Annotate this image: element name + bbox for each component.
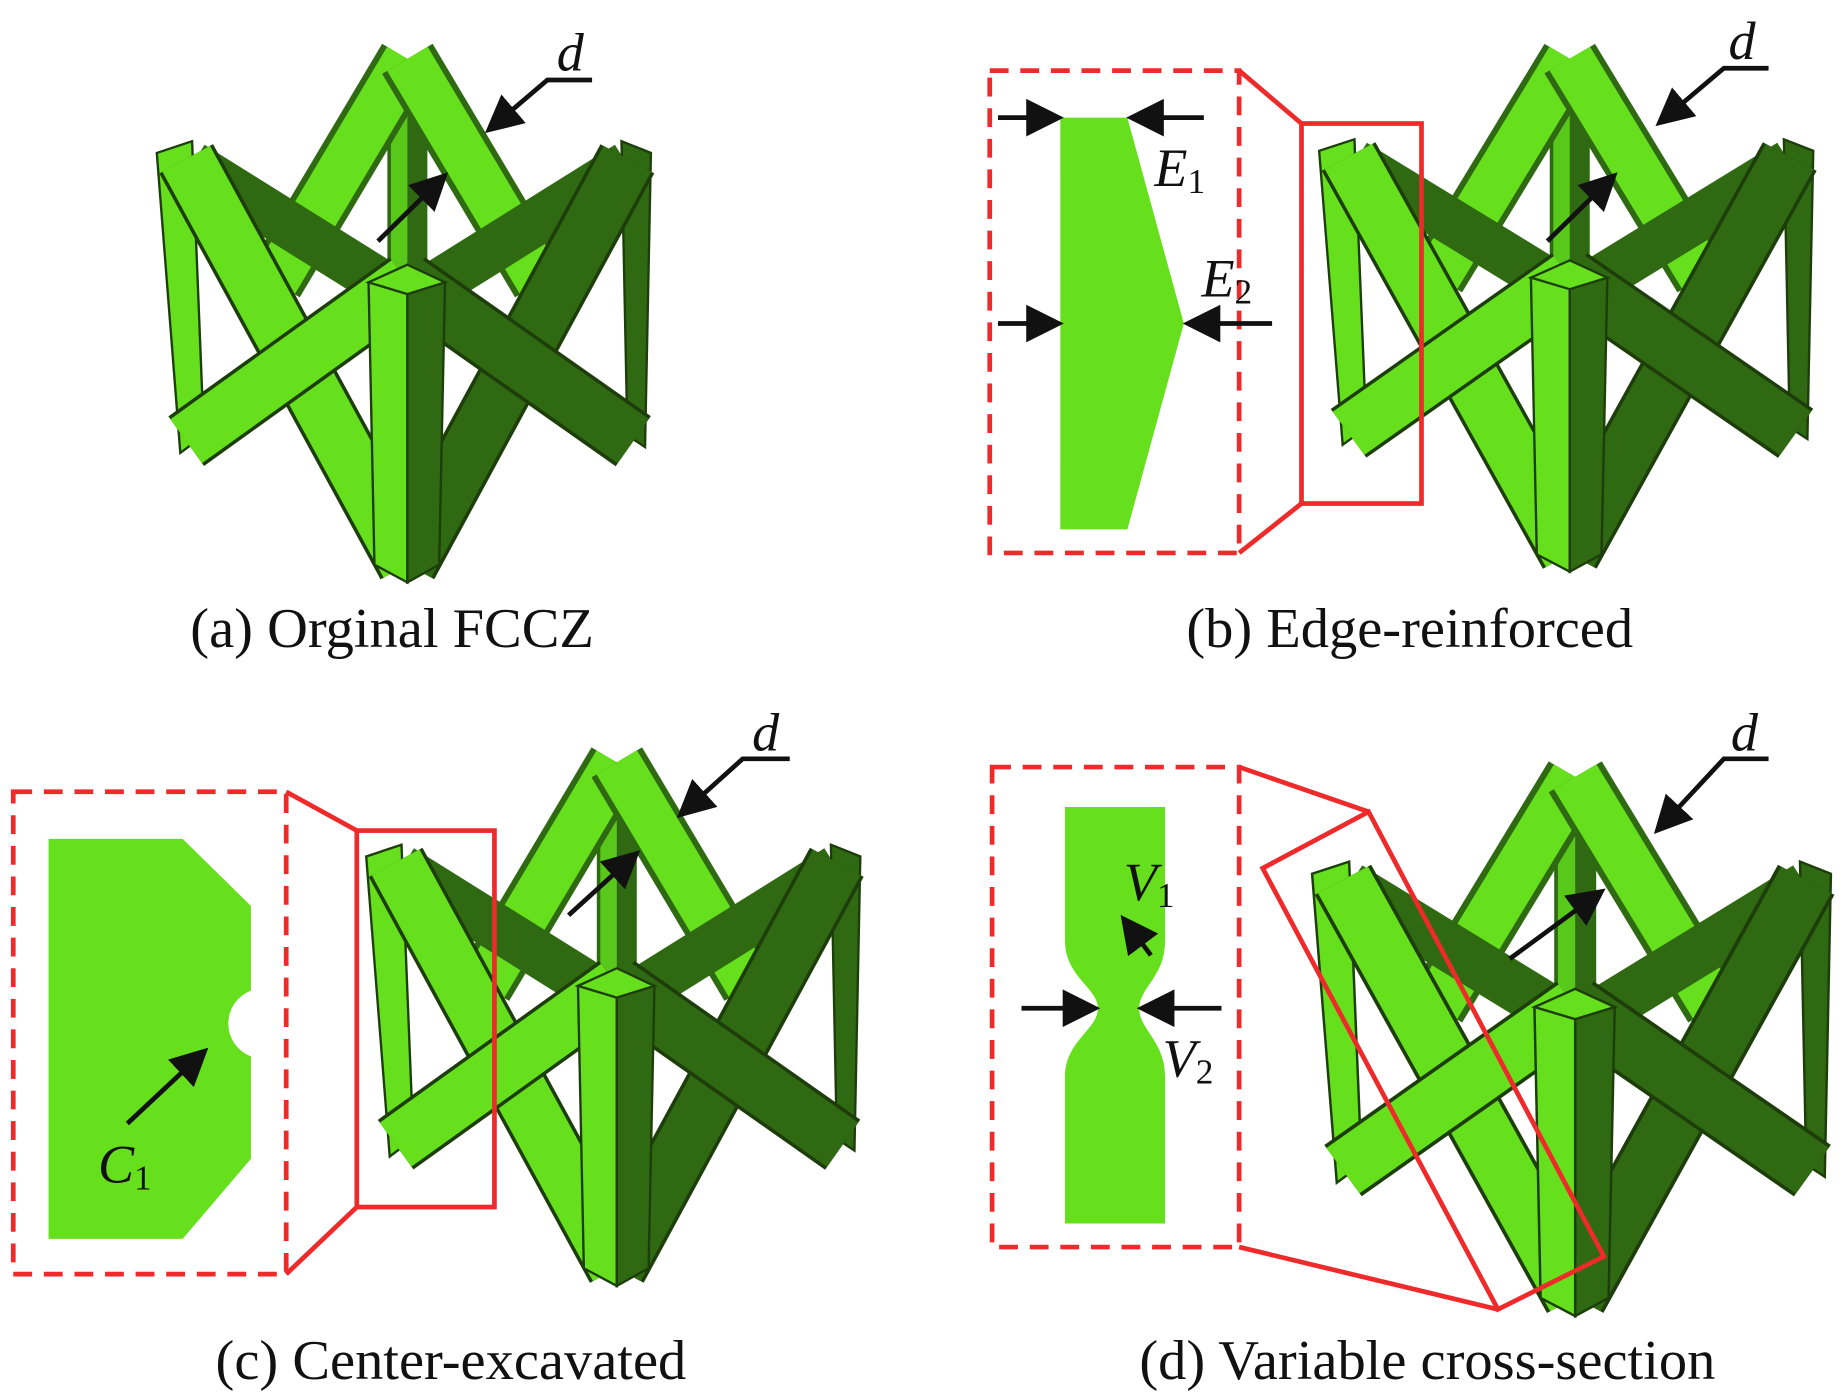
label-v1: V1 xyxy=(1124,852,1175,915)
caption-a: (a) Orginal FCCZ xyxy=(190,598,594,660)
d-leader-line xyxy=(1653,756,1769,834)
diameter-arrow xyxy=(1508,888,1606,961)
d-leader-line xyxy=(484,77,593,134)
highlight-box xyxy=(1299,121,1424,506)
panel-a: d (a) Orginal FCCZ xyxy=(157,23,651,660)
highlight-box xyxy=(1259,808,1608,1313)
connector-line xyxy=(1237,501,1303,555)
d-leader-line xyxy=(676,756,790,819)
fccz-lattice-edge-reinforced xyxy=(1319,59,1813,572)
fccz-lattice-original xyxy=(157,59,651,583)
connector-line xyxy=(1237,68,1304,126)
fccz-lattice-variable-section xyxy=(1312,777,1831,1316)
diameter-arrow xyxy=(376,172,449,243)
inset-box xyxy=(987,68,1242,556)
connector-line xyxy=(1238,1244,1499,1312)
label-d: d xyxy=(1729,11,1757,71)
connector-line xyxy=(284,1205,359,1276)
label-d: d xyxy=(557,23,585,83)
center-excavated-section xyxy=(48,838,251,1239)
caption-d: (d) Variable cross-section xyxy=(1139,1330,1715,1392)
label-e2: E2 xyxy=(1201,248,1253,311)
panel-c: C1 d (c) Center-excavated xyxy=(10,703,860,1392)
connector-line xyxy=(285,789,358,833)
panel-d: V1 V2 d (d) Variable cross-section xyxy=(989,703,1831,1392)
label-v2: V2 xyxy=(1163,1028,1214,1091)
d-leader-line xyxy=(1655,65,1769,127)
diameter-arrow xyxy=(566,850,641,918)
inset-box xyxy=(989,764,1242,1250)
variable-cross-section xyxy=(1065,807,1166,1224)
edge-reinforced-section xyxy=(1060,117,1184,530)
dimension-arrow xyxy=(125,1047,209,1126)
diameter-arrow xyxy=(1545,172,1618,243)
highlight-box xyxy=(354,828,497,1210)
panel-b: E1 E2 d (b) Edge-reinforced xyxy=(987,11,1814,660)
inset-box xyxy=(10,789,289,1277)
dimension-arrow xyxy=(1120,914,1159,957)
label-e1: E1 xyxy=(1153,138,1205,201)
label-d: d xyxy=(752,703,780,763)
caption-b: (b) Edge-reinforced xyxy=(1186,598,1633,660)
connector-line xyxy=(1238,764,1370,814)
caption-c: (c) Center-excavated xyxy=(216,1330,687,1392)
label-d: d xyxy=(1731,703,1759,763)
label-c1: C1 xyxy=(98,1134,152,1197)
